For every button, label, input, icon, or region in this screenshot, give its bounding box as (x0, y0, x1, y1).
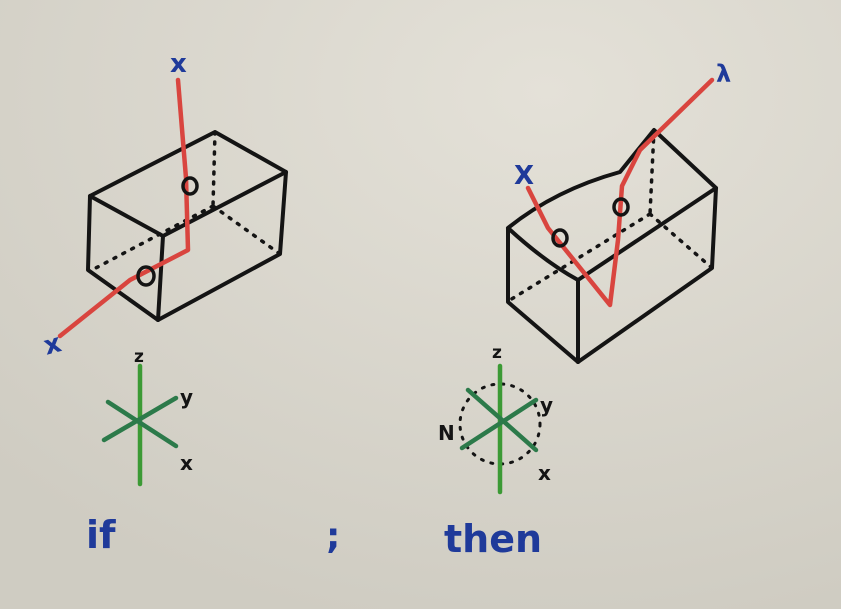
right-hole-2 (612, 197, 630, 217)
left-axes (101, 363, 179, 487)
right-axes (458, 363, 542, 495)
left-axis-x-label: x (180, 451, 193, 475)
left-ray-top-label: x (170, 49, 187, 79)
left-hole-front (136, 265, 156, 287)
left-axis-y-label: y (180, 385, 193, 409)
right-axis-y-label: y (540, 393, 553, 417)
right-caption: then (444, 517, 542, 561)
right-ray (525, 77, 715, 308)
right-box (506, 128, 718, 364)
right-ray-left-label: X (514, 161, 534, 191)
right-ray-top-label: λ (716, 60, 731, 88)
left-caption: if (86, 513, 116, 557)
right-hole-1 (551, 228, 569, 248)
right-axis-z-label: z (492, 343, 502, 363)
right-panel: λ X z y x N then (438, 60, 731, 561)
right-axis-n-label: N (438, 421, 455, 445)
right-axis-x-label: x (538, 461, 551, 485)
left-hole-top (181, 176, 199, 196)
left-box (86, 130, 288, 322)
left-panel: x x z y x if (41, 49, 288, 557)
left-axis-z-label: z (134, 347, 144, 367)
left-ray (57, 77, 199, 339)
separator: ; (326, 516, 340, 557)
